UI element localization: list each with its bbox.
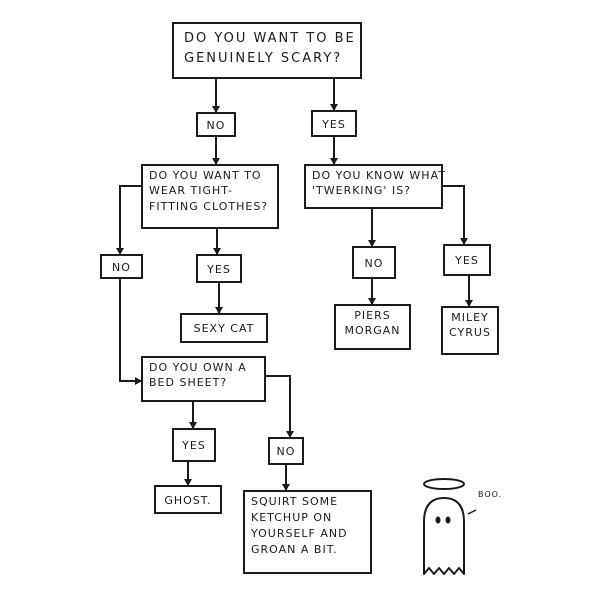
answer-yes-scary: YES [311,110,357,137]
result-sexy-cat: SEXY CAT [180,313,268,343]
answer-no-scary: NO [196,112,236,137]
answer-yes-tight-clothes: YES [196,254,242,283]
question-line: WEAR TIGHT- [149,184,233,198]
answer-label: NO [206,119,226,132]
result-piers-morgan: PIERS MORGAN [334,304,411,350]
answer-label: NO [364,257,384,270]
question-line: 'TWERKING' IS? [312,184,412,198]
arrow-q4-to-no [265,375,294,438]
answer-no-twerking: NO [352,246,396,279]
question-line: DO YOU KNOW WHAT [312,169,446,182]
answer-yes-bed-sheet: YES [172,428,216,462]
answer-no-tight-clothes: NO [100,254,143,279]
ghost-eye-left [435,516,441,524]
ghost-illustration [423,478,477,575]
result-line: CYRUS [449,326,491,340]
answer-label: YES [182,439,206,452]
arrow-q2-to-no [116,185,142,255]
question-genuinely-scary: DO YOU WANT TO BE GENUINELY SCARY? [172,22,362,79]
question-bed-sheet: DO YOU OWN A BED SHEET? [141,356,266,402]
question-line: FITTING CLOTHES? [149,199,269,213]
result-squirt-ketchup: SQUIRT SOME KETCHUP ON YOURSELF AND GROA… [243,490,372,574]
arrow-q3-to-yes [442,185,468,245]
result-line: SQUIRT SOME [251,495,339,508]
ghost-eye-right [445,516,451,524]
answer-label: NO [112,261,131,274]
question-line: DO YOU WANT TO BE [184,31,356,46]
result-line: MORGAN [344,324,401,338]
result-line: MILEY [451,311,489,324]
answer-label: YES [207,263,231,276]
question-line: DO YOU OWN A [149,361,247,374]
answer-label: YES [322,118,346,131]
result-label: SEXY CAT [193,322,255,335]
question-tight-clothes: DO YOU WANT TO WEAR TIGHT- FITTING CLOTH… [141,164,279,229]
question-line: DO YOU WANT TO [149,169,262,182]
ghost-body [423,497,465,575]
answer-yes-twerking: YES [443,244,491,276]
arrow-no-to-q4 [119,278,142,385]
result-label: GHOST. [164,494,212,507]
result-line: PIERS [354,309,391,322]
answer-label: NO [276,445,296,458]
result-line: KETCHUP ON [251,510,333,524]
speech-dash [467,509,477,515]
result-miley-cyrus: MILEY CYRUS [441,306,499,355]
question-line: BED SHEET? [149,376,228,390]
question-line: GENUINELY SCARY? [184,51,343,67]
result-line: YOURSELF AND [251,526,348,540]
answer-no-bed-sheet: NO [268,437,304,465]
result-line: GROAN A BIT. [251,542,338,556]
question-twerking: DO YOU KNOW WHAT 'TWERKING' IS? [304,164,446,209]
halo-icon [423,478,465,490]
answer-label: YES [455,254,479,267]
ghost-caption: BOO. [478,490,503,499]
result-ghost: GHOST. [154,485,222,514]
